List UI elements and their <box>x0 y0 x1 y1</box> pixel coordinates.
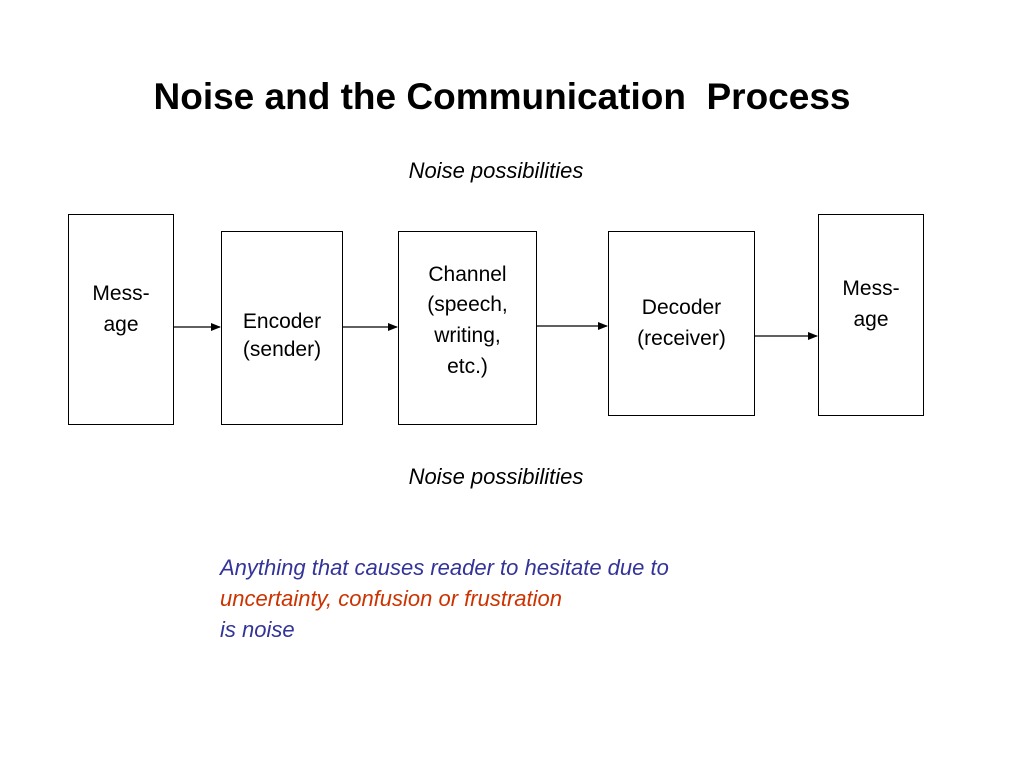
channel-label: Channel (speech, writing, etc.) <box>427 262 508 378</box>
decoder-box: Decoder (receiver) <box>608 231 755 416</box>
encoder-box: Encoder (sender) <box>221 231 343 425</box>
decoder-label: Decoder (receiver) <box>637 295 726 350</box>
slide-title: Noise and the Communication Process <box>153 76 851 117</box>
message-destination-label: Mess- age <box>842 277 900 331</box>
message-source-label: Mess- age <box>92 281 150 336</box>
noise-possibilities-bottom: Noise possibilities <box>408 464 584 489</box>
note-line-2: uncertainty, confusion or frustration <box>220 586 562 611</box>
note-line-1: Anything that causes reader to hesitate … <box>220 555 669 580</box>
channel-box: Channel (speech, writing, etc.) <box>398 231 537 425</box>
message-destination-box: Mess- age <box>818 214 924 416</box>
encoder-label: Encoder (sender) <box>242 310 322 361</box>
noise-definition-note: Anything that causes reader to hesitate … <box>220 552 669 645</box>
note-line-3: is noise <box>220 617 295 642</box>
noise-possibilities-top: Noise possibilities <box>408 158 584 183</box>
message-source-box: Mess- age <box>68 214 174 425</box>
